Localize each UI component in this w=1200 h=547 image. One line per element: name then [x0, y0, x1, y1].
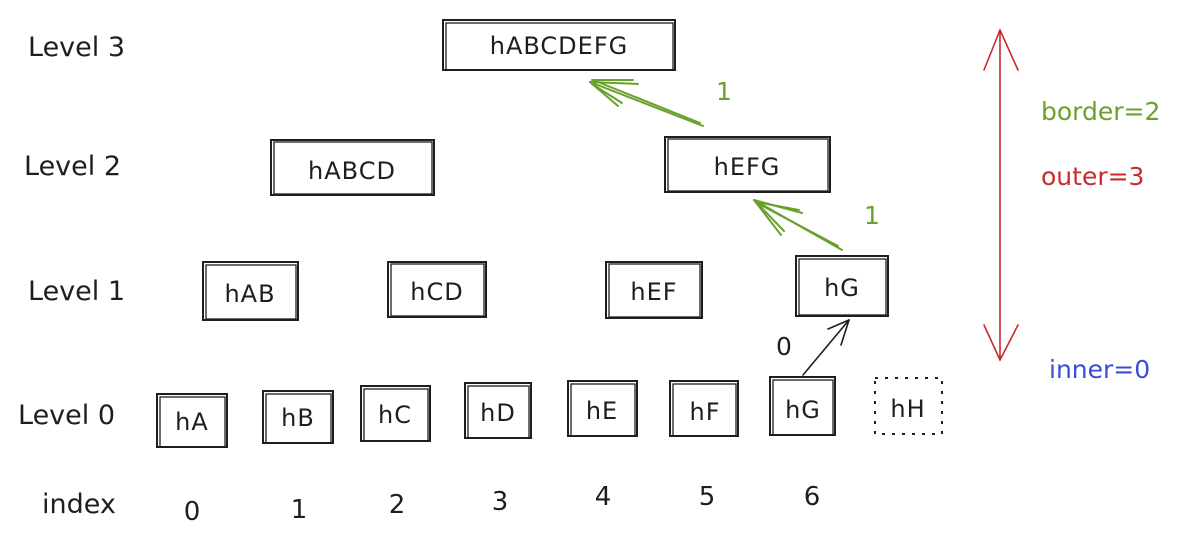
index-label: index [42, 489, 116, 520]
arrow-level2-to-level3 [589, 79, 704, 127]
node-level0-empty-label: hH [890, 395, 925, 423]
border-annotation: border=2 [1041, 97, 1160, 126]
level-0-label: Level 0 [18, 400, 115, 431]
node-level0-3: hD [464, 382, 532, 439]
node-level0-0-label: hA [175, 408, 209, 436]
node-level0-2-label: hC [378, 401, 412, 429]
node-level0-5: hF [669, 380, 739, 437]
node-level0-empty: hH [874, 377, 943, 435]
edge-label-level1-to-level2: 1 [864, 201, 880, 230]
height-arrow [983, 29, 1019, 361]
node-level0-4: hE [567, 380, 638, 437]
node-level1-3: hG [795, 255, 889, 317]
node-level2-0: hABCD [270, 139, 435, 196]
level-3-label: Level 3 [28, 32, 125, 63]
index-1: 1 [291, 495, 308, 525]
node-level2-1-label: hEFG [714, 153, 781, 181]
node-level3: hABCDEFG [442, 19, 676, 71]
arrow-level1-to-level2 [753, 199, 843, 251]
node-level1-1-label: hCD [410, 278, 463, 306]
node-level2-1: hEFG [664, 136, 831, 193]
node-level1-2: hEF [605, 261, 703, 319]
node-level1-0-label: hAB [224, 280, 275, 308]
index-2: 2 [389, 490, 406, 520]
inner-annotation: inner=0 [1049, 355, 1150, 384]
node-level0-6: hG [769, 376, 836, 436]
index-3: 3 [492, 487, 509, 517]
node-level0-4-label: hE [586, 397, 618, 425]
node-level3-label: hABCDEFG [490, 32, 628, 60]
index-5: 5 [699, 482, 716, 512]
arrow-level0-to-level1 [802, 319, 850, 376]
node-level0-0: hA [156, 393, 228, 448]
edge-label-level0-to-level1: 0 [776, 332, 792, 361]
node-level1-1: hCD [387, 261, 487, 318]
node-level1-2-label: hEF [630, 278, 677, 306]
index-4: 4 [595, 482, 612, 512]
node-level0-5-label: hF [689, 398, 720, 426]
outer-annotation: outer=3 [1041, 162, 1144, 191]
node-level1-3-label: hG [824, 274, 860, 302]
edge-label-level2-to-level3: 1 [716, 77, 732, 106]
level-1-label: Level 1 [28, 276, 125, 307]
node-level0-1-label: hB [281, 404, 315, 432]
level-2-label: Level 2 [24, 151, 121, 182]
node-level1-0: hAB [202, 261, 299, 321]
node-level0-1: hB [262, 390, 334, 444]
node-level2-0-label: hABCD [308, 157, 396, 185]
index-0: 0 [184, 497, 201, 527]
node-level0-3-label: hD [480, 399, 516, 427]
node-level0-6-label: hG [785, 396, 821, 424]
node-level0-2: hC [360, 385, 431, 442]
index-6: 6 [804, 482, 821, 512]
